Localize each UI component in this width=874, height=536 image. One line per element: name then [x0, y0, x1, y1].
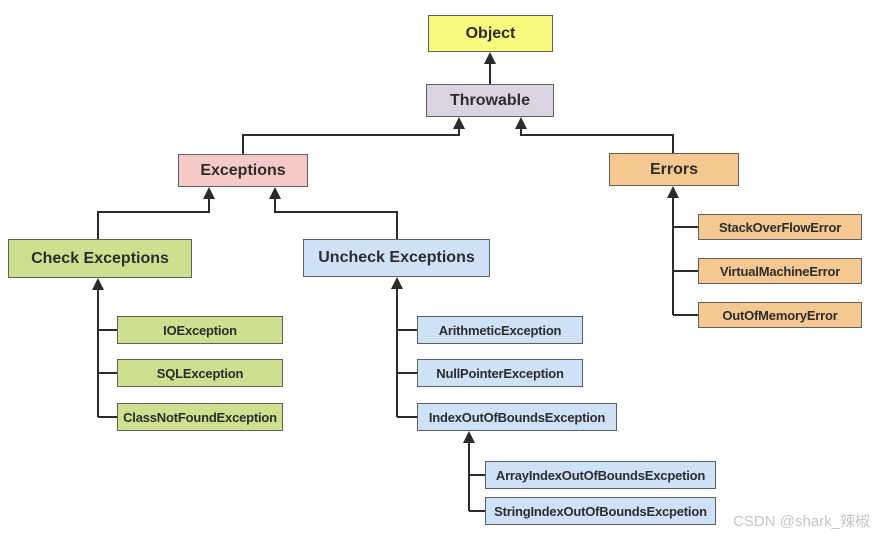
- node-io-exception: IOException: [117, 316, 283, 344]
- node-uncheck-exceptions: Uncheck Exceptions: [303, 239, 490, 277]
- node-errors: Errors: [609, 153, 739, 186]
- edge-exceptions-throwable: [242, 117, 465, 154]
- edge-check-exceptions: [97, 187, 215, 239]
- node-string-index-out-of-bounds-excpetion: StringIndexOutOfBoundsExcpetion: [485, 497, 716, 525]
- node-object: Object: [428, 15, 553, 52]
- node-class-not-found-exception: ClassNotFoundException: [117, 403, 283, 431]
- edge-uncheck-exceptions: [269, 187, 398, 239]
- node-out-of-memory-error: OutOfMemoryError: [698, 302, 862, 328]
- node-index-out-of-bounds-exception: IndexOutOfBoundsException: [417, 403, 617, 431]
- node-arithmetic-exception: ArithmeticException: [417, 316, 583, 344]
- node-sql-exception: SQLException: [117, 359, 283, 387]
- node-throwable: Throwable: [426, 84, 554, 117]
- node-check-exceptions: Check Exceptions: [8, 239, 192, 278]
- edge-errors-throwable: [515, 117, 674, 153]
- edge-check-children: [92, 278, 117, 418]
- edge-ioob-children: [463, 431, 485, 512]
- node-virtual-machine-error: VirtualMachineError: [698, 258, 862, 284]
- csdn-watermark: CSDN @shark_辣椒: [733, 513, 870, 530]
- edge-errors-children: [667, 186, 698, 316]
- node-null-pointer-exception: NullPointerException: [417, 359, 583, 387]
- node-stack-overflow-error: StackOverFlowError: [698, 214, 862, 240]
- node-array-index-out-of-bounds-excpetion: ArrayIndexOutOfBoundsExcpetion: [485, 461, 716, 489]
- edge-uncheck-children: [391, 277, 417, 418]
- node-exceptions: Exceptions: [178, 154, 308, 187]
- edge-throwable-object: [484, 52, 496, 85]
